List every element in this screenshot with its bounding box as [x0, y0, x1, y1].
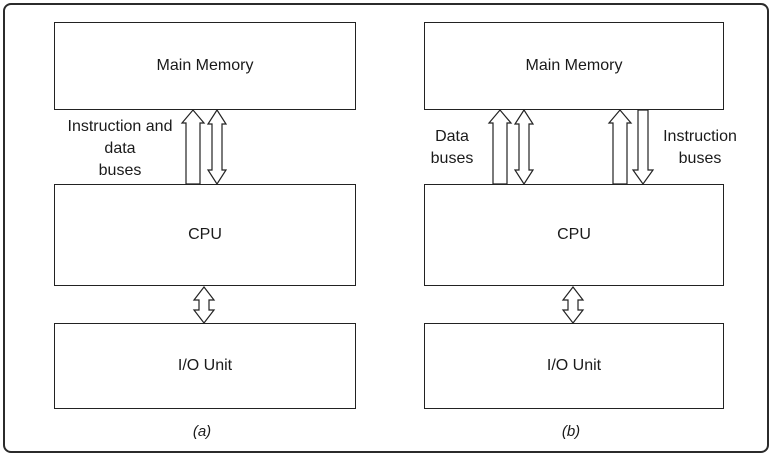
a-main-memory-box: Main Memory	[54, 22, 356, 110]
a-memory-cpu-double-arrow-icon	[206, 108, 228, 186]
a-cpu-box: CPU	[54, 184, 356, 286]
a-up-arrow-icon	[180, 109, 206, 185]
b-instruction-bus-line1: Instruction	[663, 128, 737, 145]
b-io-unit-label: I/O Unit	[546, 357, 602, 374]
a-bus-label: Instruction and data buses	[58, 116, 182, 182]
b-data-bus-label: Data buses	[420, 126, 484, 170]
a-io-unit-label: I/O Unit	[177, 357, 233, 374]
b-instruction-bus-line2: buses	[678, 150, 722, 167]
a-io-unit-box: I/O Unit	[54, 323, 356, 409]
a-bus-label-line1: Instruction and	[67, 118, 173, 135]
a-main-memory-label: Main Memory	[156, 57, 254, 74]
b-io-unit-box: I/O Unit	[424, 323, 724, 409]
b-data-up-arrow-icon	[487, 109, 513, 185]
a-cpu-io-double-arrow-icon	[192, 286, 216, 324]
b-instruction-down-arrow-icon	[631, 109, 655, 186]
b-caption: (b)	[561, 423, 581, 440]
b-cpu-io-double-arrow-icon	[561, 286, 585, 324]
a-bus-label-line2: data	[104, 140, 136, 157]
b-data-bus-line2: buses	[430, 150, 474, 167]
b-cpu-label: CPU	[557, 226, 591, 243]
figure-frame	[3, 3, 769, 453]
b-instruction-up-arrow-icon	[607, 109, 633, 185]
a-cpu-label: CPU	[188, 226, 222, 243]
b-data-bus-line1: Data	[435, 128, 469, 145]
b-main-memory-label: Main Memory	[525, 57, 623, 74]
b-data-double-arrow-icon	[513, 108, 535, 186]
b-cpu-box: CPU	[424, 184, 724, 286]
b-instruction-bus-label: Instruction buses	[652, 126, 748, 170]
a-caption: (a)	[192, 423, 212, 440]
b-main-memory-box: Main Memory	[424, 22, 724, 110]
a-bus-label-line3: buses	[98, 162, 142, 179]
